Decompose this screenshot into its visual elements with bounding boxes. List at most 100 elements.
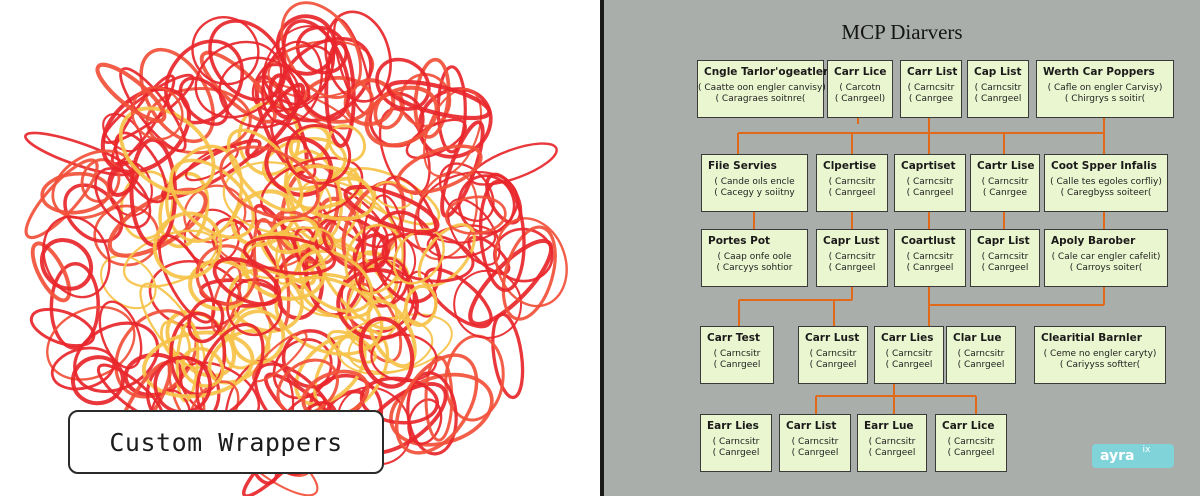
- node-subtitle: ( Carncsitr ( Canrgeel: [828, 177, 876, 198]
- node-subtitle: ( Carncsitr ( Canrgeel: [712, 437, 760, 458]
- diagram-node: Coot Spper Infalis( Calle tes egoles cor…: [1044, 154, 1168, 212]
- rubber-band: [157, 234, 216, 324]
- rubber-band: [178, 76, 229, 126]
- rubber-band: [494, 217, 568, 308]
- rubber-band: [478, 179, 526, 292]
- rubber-band: [375, 57, 431, 111]
- rubber-band: [118, 106, 216, 195]
- rubber-band: [73, 321, 160, 394]
- node-title: Carr Lust: [805, 332, 860, 344]
- rubber-band: [444, 195, 507, 235]
- rubber-band: [207, 329, 271, 385]
- rubber-band: [152, 211, 223, 280]
- connector-lines: [737, 118, 1105, 414]
- node-subtitle: ( Cande oıls encle ( Cacegy y soiitny: [714, 177, 795, 198]
- diagram-node: Clpertise( Carncsitr ( Canrgeel: [816, 154, 888, 212]
- rubber-band: [373, 90, 405, 130]
- rubber-band: [145, 87, 252, 155]
- rubber-band: [424, 267, 493, 329]
- rubber-band: [362, 194, 406, 307]
- watermark-superscript: ix: [1142, 445, 1151, 455]
- rubber-band: [358, 316, 415, 389]
- rubber-band: [413, 57, 451, 139]
- node-title: Carr List: [907, 66, 958, 78]
- rubber-band: [281, 329, 342, 389]
- diagram-node: Coartlust( Carncsitr ( Canrgeel: [894, 229, 966, 287]
- diagram-node: Cartr Lise( Carncsitr ( Canrgee: [970, 154, 1040, 212]
- node-title: Carr List: [786, 420, 837, 432]
- rubber-band: [276, 358, 339, 417]
- rubber-band: [396, 144, 483, 195]
- node-subtitle: ( Carncsitr ( Canrgeel: [868, 437, 916, 458]
- rubber-band: [70, 355, 125, 406]
- diagram-node: Cap List( Carncsitr ( Canrgeel: [967, 60, 1029, 118]
- node-subtitle: ( Carncsitr ( Canrgeel: [713, 349, 761, 370]
- watermark-logo: ayra ix: [1092, 444, 1174, 468]
- rubber-band: [281, 19, 351, 121]
- diagram-node: Capr Lust ( Carncsitr ( Canrgeel: [816, 229, 888, 287]
- rubber-band: [324, 10, 392, 103]
- rubber-band: [285, 164, 376, 221]
- rubber-band: [24, 158, 99, 240]
- diagram-node: Caprtiset( Carncsitr ( Canrgeel: [894, 154, 966, 212]
- rubber-band: [501, 225, 557, 321]
- node-subtitle: ( Carncsitr ( Canrgeel: [828, 252, 876, 273]
- rubber-band: [261, 63, 311, 106]
- rubber-band: [366, 299, 417, 369]
- diagram-node: Carr Lust( Carncsitr ( Canrgeel: [798, 326, 868, 384]
- node-title: Cartr Lise: [977, 160, 1035, 172]
- diagram-title: MCP Diarvers: [841, 20, 963, 44]
- node-subtitle: ( Carncsitr ( Canrgeel: [906, 252, 954, 273]
- node-subtitle: ( Carncsitr ( Canrgeel: [974, 83, 1022, 104]
- node-title: Portes Pot: [708, 235, 771, 247]
- rubber-band: [219, 145, 320, 220]
- node-subtitle: ( Carcotn ( Canrgeel): [834, 83, 886, 104]
- diagram-node: Earr Lies( Carncsitr ( Canrgeel: [700, 414, 772, 472]
- rubber-band: [261, 40, 323, 126]
- photo-panel: Custom Wrappers: [24, 1, 568, 496]
- rubber-band: [119, 67, 187, 153]
- rubber-band: [322, 216, 389, 273]
- panel-divider: [600, 0, 604, 496]
- diagram-node: Portes Pot( Caap onfe oole ( Carcyys soh…: [701, 229, 808, 287]
- rubber-band: [158, 171, 210, 249]
- node-title: Carr Lice: [942, 420, 995, 432]
- rubber-band: [386, 79, 492, 121]
- diagram-node: Apoly Barober( Cale car engler cafelit) …: [1044, 229, 1168, 287]
- rubber-band: [406, 371, 458, 456]
- rubber-band: [187, 298, 225, 344]
- node-title: Capr Lust: [823, 235, 880, 247]
- rubber-band: [417, 223, 476, 287]
- diagram-node: Carr Test ( Carncsitr ( Canrgeel: [700, 326, 774, 384]
- rubber-band: [245, 82, 306, 159]
- node-subtitle: ( Ceme no engler caryty) ( Cariyyss soft…: [1043, 349, 1157, 370]
- rubber-band: [98, 300, 143, 370]
- node-subtitle: ( Caatte oon engler canvisy) ( Caragraes…: [698, 83, 826, 104]
- diagram-panel: MCP Diarvers Cngle Tarlor'ogeatler( Caat…: [604, 0, 1200, 496]
- rubber-band: [392, 228, 445, 285]
- diagram-node: Fiie Servies( Cande oıls encle ( Cacegy …: [701, 154, 808, 212]
- diagram-node: Capr List ( Carncsitr ( Canrgeel: [970, 229, 1040, 287]
- diagram-node: Werth Car Poppers( Cafle on engler Carvi…: [1036, 60, 1174, 118]
- rubber-band: [358, 256, 409, 308]
- rubber-band: [29, 307, 96, 348]
- rubber-band: [284, 124, 352, 185]
- node-title: Capr List: [977, 235, 1030, 247]
- node-title: Carr Test: [707, 332, 760, 344]
- rubber-band: [343, 184, 440, 235]
- rubber-band: [142, 330, 255, 399]
- node-subtitle: ( Carncsitr ( Canrgeel: [981, 252, 1029, 273]
- diagram-node: Earr Lue ( Carncsitr ( Canrgeel: [857, 414, 927, 472]
- rubber-band: [100, 254, 157, 310]
- node-title: Clar Lue: [953, 332, 1002, 344]
- rubber-band: [371, 210, 443, 304]
- node-title: Caprtiset: [901, 160, 956, 172]
- node-title: Apoly Barober: [1051, 235, 1136, 247]
- node-title: Earr Lue: [864, 420, 914, 432]
- rubber-band: [491, 312, 525, 400]
- node-title: Werth Car Poppers: [1043, 66, 1155, 78]
- node-title: Clearitial Barnler: [1041, 332, 1142, 344]
- caption-box: Custom Wrappers: [68, 410, 384, 474]
- rubber-band: [493, 227, 554, 283]
- node-subtitle: ( Carncsitr ( Canrgeel: [957, 349, 1005, 370]
